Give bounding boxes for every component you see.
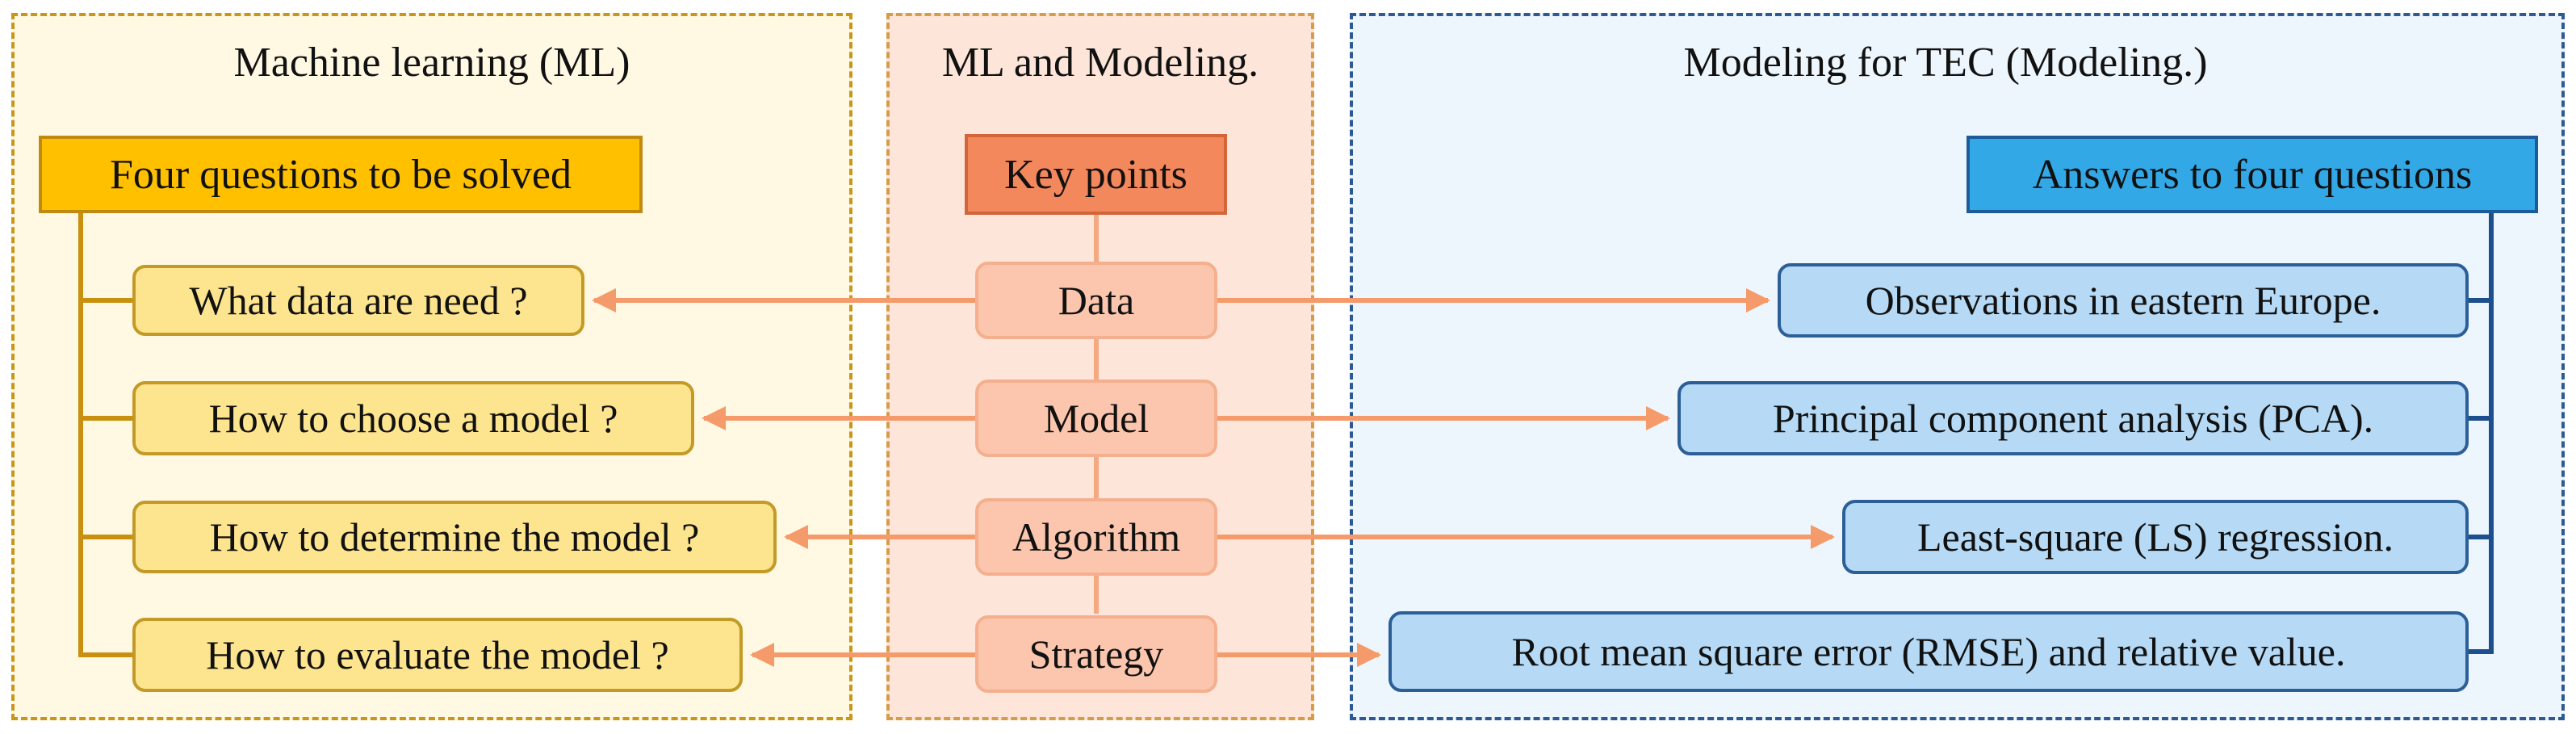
key-point-strategy: Strategy: [975, 615, 1217, 693]
key-point-model: Model: [975, 380, 1217, 457]
tec-bracket: [2469, 213, 2494, 654]
key-points-panel-title: ML and Modeling.: [941, 40, 1259, 86]
key-points-panel: [886, 13, 1314, 720]
answers-header: Answers to four questions: [1967, 136, 2538, 213]
key-points-header: Key points: [965, 134, 1227, 215]
arrows-left: [592, 288, 975, 667]
question-strategy: How to evaluate the model ?: [132, 618, 743, 692]
key-point-algorithm: Algorithm: [975, 498, 1217, 576]
answer-algorithm: Least-square (LS) regression.: [1842, 500, 2469, 574]
question-model: How to choose a model ?: [132, 381, 694, 455]
tec-panel-title: Modeling for TEC (Modeling.): [1683, 40, 2208, 86]
ml-panel: [11, 13, 852, 720]
question-algorithm: How to determine the model ?: [132, 501, 777, 573]
questions-header: Four questions to be solved: [39, 136, 643, 213]
answer-strategy: Root mean square error (RMSE) and relati…: [1389, 611, 2469, 692]
arrows-right: [1217, 288, 1835, 667]
ml-panel-title: Machine learning (ML): [233, 40, 630, 86]
answer-data: Observations in eastern Europe.: [1778, 263, 2469, 338]
question-data: What data are need ?: [132, 265, 584, 336]
ml-bracket: [78, 213, 132, 657]
key-point-data: Data: [975, 262, 1217, 339]
answer-model: Principal component analysis (PCA).: [1678, 381, 2469, 455]
tec-panel: [1350, 13, 2565, 720]
